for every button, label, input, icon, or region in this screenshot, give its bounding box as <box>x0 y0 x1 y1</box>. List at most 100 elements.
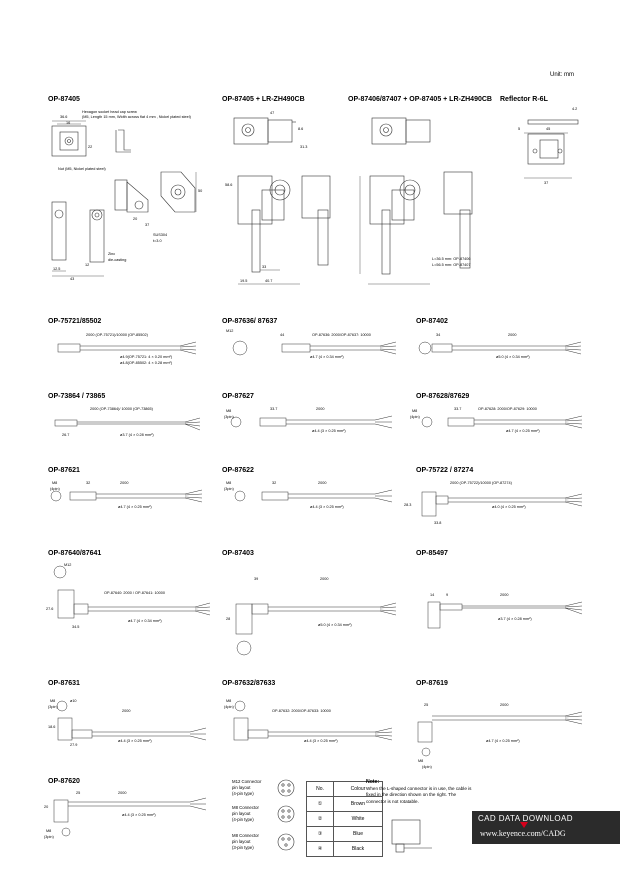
op-87405-drawing <box>51 120 197 277</box>
cad-download-title[interactable]: CAD DATA DOWNLOAD <box>478 814 573 823</box>
c20-20: 20 <box>44 805 49 809</box>
label-sus304: SUS304 <box>153 233 168 237</box>
c15-diameter: ø5.0 (4 × 0.34 mm²) <box>318 623 352 627</box>
cad-download-link[interactable]: www.keyence.com/CADG <box>480 829 566 838</box>
title-op-87402: OP-87402 <box>416 318 448 325</box>
label-l-36-5: L=36.5 mm: OP-87406 <box>432 257 471 261</box>
c17-m8: M8 <box>50 699 56 703</box>
row-no: ④ <box>306 841 334 857</box>
title-op-87619: OP-87619 <box>416 680 448 687</box>
title-op-87405: OP-87405 <box>48 96 80 103</box>
c20-diameter: ø4.4 (3 × 0.25 mm²) <box>122 813 156 817</box>
c10-m8: M8 <box>412 409 418 413</box>
dim-43: 43 <box>70 277 75 281</box>
c9-pin: (3pin) <box>224 415 234 419</box>
table-header: No. Colour <box>306 781 383 797</box>
c13-length: 2000 (OP-75722)/10000 (OP-87274) <box>450 481 512 485</box>
label-l-56-5: L=56.5 mm: OP-87407 <box>432 263 471 267</box>
title-op-87636: OP-87636/ 87637 <box>222 318 278 325</box>
c15-2000: 2000 <box>320 577 329 581</box>
c14-m12: M12 <box>64 563 72 567</box>
c17-d10: ø10 <box>70 699 77 703</box>
table-row: ② White <box>306 811 383 827</box>
label-t3: t=3.0 <box>153 239 162 243</box>
c8-length: 2000 (OP-73864)/ 10000 (OP-73865) <box>90 407 153 411</box>
c10-pin: (4pin) <box>410 415 420 419</box>
c6-44: 44 <box>280 333 285 337</box>
c20-m8: M8 <box>46 829 52 833</box>
c13-28-3: 28.3 <box>404 503 412 507</box>
c12-pin: (3pin) <box>224 487 234 491</box>
dim-45: 45 <box>546 127 551 131</box>
dim-4-2: 4.2 <box>572 107 578 111</box>
title-op-87628: OP-87628/87629 <box>416 393 470 400</box>
c17-18-6: 18.6 <box>48 725 56 729</box>
c6-m12: M12 <box>226 329 234 333</box>
op-87406-drawing <box>359 117 473 285</box>
c9-33-7: 33.7 <box>270 407 278 411</box>
title-op-87620: OP-87620 <box>48 778 80 785</box>
title-op-87621: OP-87621 <box>48 467 80 474</box>
c18-m8: M8 <box>226 699 232 703</box>
row-no: ② <box>306 811 334 827</box>
c18-pin: (4pin) <box>224 705 234 709</box>
pin-m8-3-label-b: pin layout <box>232 839 251 844</box>
dim-12-5: 12.5 <box>53 267 61 271</box>
title-op-85497: OP-85497 <box>416 550 448 557</box>
pin-m12-label-b: pin layout <box>232 785 251 790</box>
c12-diameter: ø4.4 (3 × 0.25 mm²) <box>310 505 344 509</box>
dim-50: 50 <box>198 189 203 193</box>
title-op-87627: OP-87627 <box>222 393 254 400</box>
pin-m8-4-label-b: pin layout <box>232 811 251 816</box>
c11-diameter: ø4.7 (4 × 0.25 mm²) <box>118 505 152 509</box>
c16-diameter: ø3.7 (4 × 0.28 mm²) <box>498 617 532 621</box>
dim-37: 37 <box>145 223 150 227</box>
c9-2000: 2000 <box>316 407 325 411</box>
c14-diameter: ø4.7 (4 × 0.34 mm²) <box>128 619 162 623</box>
c20-25: 25 <box>76 791 81 795</box>
c16-14: 14 <box>430 593 435 597</box>
label-nut: Nut (M5, Nickel plated steel) <box>58 167 106 171</box>
dim-19-5: 19.5 <box>240 279 248 283</box>
c12-32: 32 <box>272 481 277 485</box>
c18-length: OP-87632: 2000/OP-87633: 10000 <box>272 709 331 713</box>
c17-27-9: 27.9 <box>70 743 78 747</box>
cad-download-banner[interactable] <box>472 811 620 844</box>
c19-diameter: ø4.7 (4 × 0.25 mm²) <box>486 739 520 743</box>
c10-length: OP-87628: 2000/OP-87629: 10000 <box>478 407 537 411</box>
row-no: ① <box>306 796 334 812</box>
c8-26-7: 26.7 <box>62 433 70 437</box>
title-op-75721: OP-75721/85502 <box>48 318 102 325</box>
pin-layouts <box>277 779 295 851</box>
row-colour: Blue <box>333 826 383 842</box>
c11-32: 32 <box>86 481 91 485</box>
dim-47: 47 <box>270 111 275 115</box>
dim-36-6: 36.6 <box>60 115 68 119</box>
c19-2000: 2000 <box>500 703 509 707</box>
title-op-73864: OP-73864 / 73865 <box>48 393 106 400</box>
c9-diameter: ø4.4 (3 × 0.25 mm²) <box>312 429 346 433</box>
dim-31-3: 31.3 <box>300 145 308 149</box>
table-row: ④ Black <box>306 841 383 857</box>
reflector-drawing <box>524 119 579 179</box>
c12-2000: 2000 <box>318 481 327 485</box>
title-op-75722: OP-75722 / 87274 <box>416 467 474 474</box>
c5-diameter-a: ø4.9(OP-75721: 4 × 0.20 mm²) <box>120 355 173 359</box>
c10-diameter: ø4.7 (4 × 0.25 mm²) <box>506 429 540 433</box>
dim-37-reflector: 37 <box>544 181 549 185</box>
c19-m8: M8 <box>418 759 424 763</box>
c11-2000: 2000 <box>120 481 129 485</box>
c15-39: 39 <box>254 577 259 581</box>
title-op-87403: OP-87403 <box>222 550 254 557</box>
c20-pin: (3pin) <box>44 835 54 839</box>
title-op-87631: OP-87631 <box>48 680 80 687</box>
c9-m8: M8 <box>226 409 232 413</box>
pin-m8-4-label: M8 Connector <box>232 805 259 810</box>
label-hex-screw-detail: (M5, Length 15 mm, Width across flat 4 m… <box>82 115 191 119</box>
header-no: No. <box>306 781 334 797</box>
c12-m8: M8 <box>226 481 232 485</box>
dim-5: 5 <box>518 127 521 131</box>
c14-27-6: 27.6 <box>46 607 54 611</box>
note-title: Note: <box>366 779 380 785</box>
c19-pin: (4pin) <box>422 765 432 769</box>
